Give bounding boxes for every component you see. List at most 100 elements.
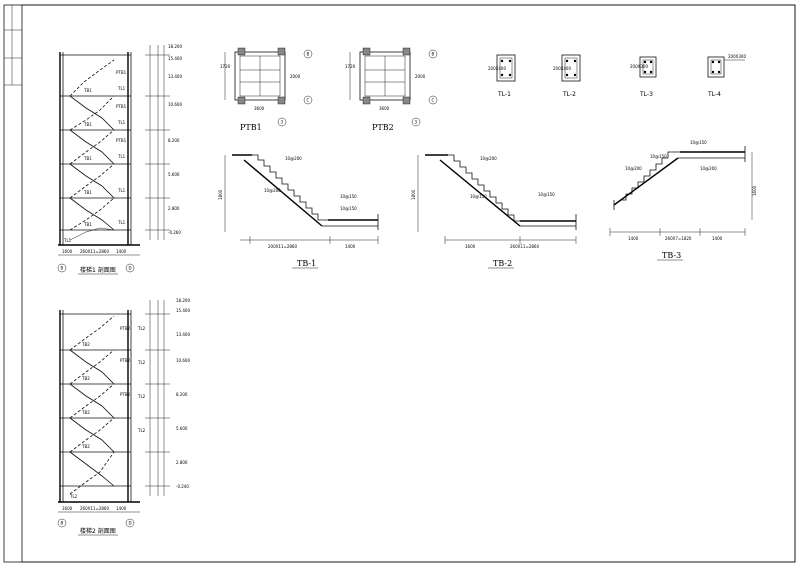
elevation-label: 8.200 [176,392,188,397]
slab-label: PTB2 [120,392,131,397]
rebar-label: 10@150 [340,206,357,211]
elevation-label: 2.800 [176,460,188,465]
height-dim: 1600 [752,185,757,196]
axis-bubble [411,117,421,127]
axis-bubble [125,263,135,273]
slab-label: PTB1 [116,104,127,109]
bottom-dimensions: 1600 260X11=2860 1400 B D [57,506,140,528]
ptb2-caption: PTB2 [372,123,394,132]
stair-flights [69,59,115,241]
beam-tl4: 200X300 TL-4 [707,54,746,98]
axis-bubble [303,49,313,59]
slab-label: PTB2 [120,358,131,363]
slab-label: TB2 [81,342,90,347]
axis-bubble [57,263,67,273]
slab-labels: PTB1 TB1 PTB1 TB1 PTB1 TB1 TB1 TB1 TL1 T… [63,70,127,243]
axis-label: B [61,521,64,526]
slab-label: PTB1 [116,70,127,75]
tb3-detail: 1600 10@200 10@150 10@150 10@200 1400 26… [609,140,757,261]
dim-label: 260X11=2860 [80,249,109,254]
dim-label: 1400 [116,506,127,511]
floor-slabs [60,313,131,487]
rebar-label: 10@150 [690,140,707,145]
beam-caption: TL-1 [497,91,511,98]
slab-label: PTB1 [116,138,127,143]
bottom-dimensions: 1600 260X11=2860 1400 B D [57,249,140,273]
dim-label: 2000 [290,74,301,79]
beam-size: 200X300 [630,64,648,69]
slab-label: TB2 [81,410,90,415]
slab-label: TB1 [83,88,92,93]
axis-label: B [432,52,435,57]
beam-tl3: 200X300 TL-3 [630,56,657,98]
elevation-column [145,300,170,496]
tb3-caption: TB-3 [662,251,681,260]
tb2-detail: 1800 10@200 10@150 10@150 1600 260X11=28… [411,154,577,269]
axis-bubble [428,49,438,59]
dim-label: 260X7=1820 [665,236,692,241]
dim-label: 260X11=2860 [510,244,539,249]
dim-label: 1600 [62,506,73,511]
axis-label: B [61,266,64,271]
slab-labels: PTB2 TB2 PTB2 TB2 PTB2 TB2 TB2 TL2 TL2 T… [69,326,146,499]
beam-caption: TL-3 [639,91,653,98]
beam-label: TL1 [117,188,126,193]
height-dim: 1800 [411,189,416,200]
elevation-labels: 18.200 15.400 13.400 10.600 8.200 5.600 … [176,298,190,489]
axis-label: D [129,266,132,271]
rebar-label: 10@200 [480,156,497,161]
dim-label: 1400 [712,236,723,241]
elevation-label: 2.800 [168,206,180,211]
elevation-label: 10.600 [176,358,190,363]
beam-tl1: 200X400 TL-1 [488,54,516,98]
stair-flights [69,315,115,495]
tb1-detail: 1800 10@200 10@200 10@150 10@150 200X11=… [218,154,379,269]
rebar-label: 10@200 [700,166,717,171]
beam-label: TL2 [137,394,146,399]
rebar-label: 10@150 [650,154,667,159]
sheet-frame [3,4,796,563]
elevation-label: 15.400 [176,308,190,313]
slab-label: TB1 [83,156,92,161]
beam-tl2: 200X400 TL-2 [553,54,581,98]
beam-label: TL2 [137,360,146,365]
dim-label: 1720 [220,64,231,69]
axis-label: C [307,98,310,103]
axis-bubble [125,518,135,528]
dim-label: 260X11=2860 [80,506,109,511]
beam-caption: TL-2 [562,91,576,98]
elevation-label: 8.200 [168,138,180,143]
beam-label: TL1 [63,238,72,243]
elevation-label: 18.200 [168,44,182,49]
elevation-label: 13.400 [176,332,190,337]
axis-bubble [57,518,67,528]
beam-label: TL2 [69,494,78,499]
tb1-caption: TB-1 [297,259,316,268]
dim-label: 3600 [254,106,265,111]
slab-label: TB2 [81,376,90,381]
elevation-label: 10.600 [168,102,182,107]
beam-size: 200X400 [488,66,506,71]
elevation-label: 5.600 [176,426,188,431]
beam-label: TL2 [137,326,146,331]
rebar-label: 10@150 [538,192,555,197]
elevation-label: 18.200 [176,298,190,303]
ptb1-plan: 1720 2000 3600 B C 3 PTB1 [220,47,313,132]
dim-label: 1600 [62,249,73,254]
slab-label: TB1 [83,122,92,127]
elevation-label: 5.600 [168,172,180,177]
section-caption: 楼梯2 剖面图 [80,527,116,535]
rebar-label: 10@200 [285,156,302,161]
stair-section-1: 18.200 15.400 13.400 10.600 8.200 5.600 … [57,44,182,275]
rebar-label: 10@150 [340,194,357,199]
axis-bubble [428,95,438,105]
beam-label: TL1 [117,86,126,91]
dim-label: 1400 [628,236,639,241]
beam-label: TL2 [137,428,146,433]
section-caption: 楼梯1 剖面图 [80,266,116,274]
elevation-label: -0.240 [176,484,189,489]
axis-bubble [277,117,287,127]
ptb1-caption: PTB1 [240,123,262,132]
beam-size: 200X300 [728,54,746,59]
